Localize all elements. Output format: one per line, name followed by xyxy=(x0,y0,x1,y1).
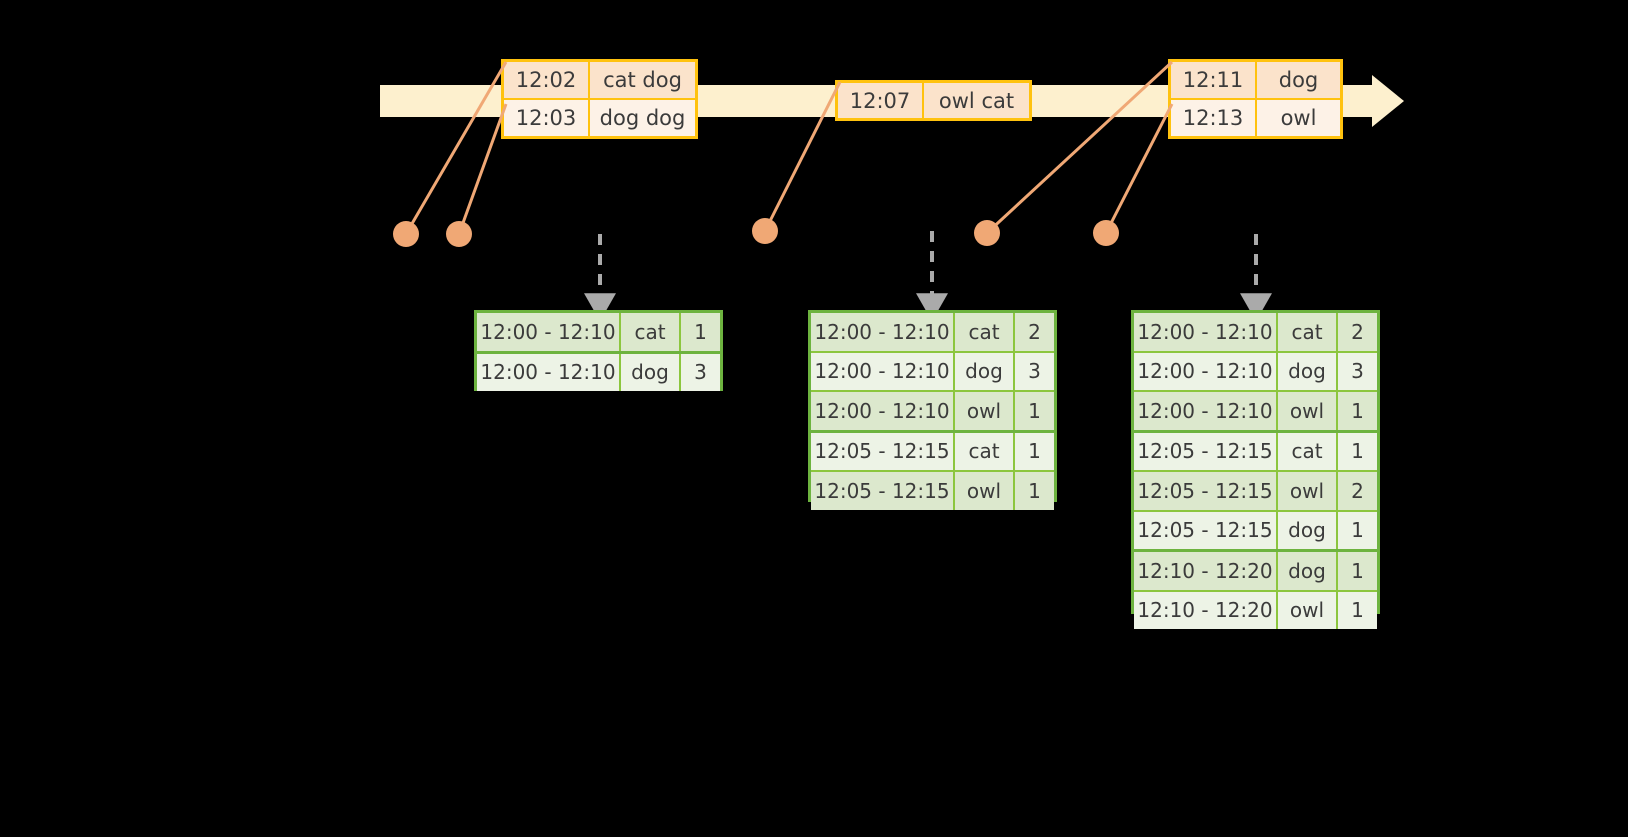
cell-key: cat xyxy=(955,432,1015,470)
cell-count: 2 xyxy=(1351,319,1364,344)
table-row: 12:00 - 12:10 dog 3 xyxy=(1134,350,1377,390)
cell-window: 12:00 - 12:10 xyxy=(1134,392,1278,430)
cell-window: 12:00 - 12:10 xyxy=(477,353,621,391)
cell-count: 1 xyxy=(1028,478,1041,503)
cell-count: 2 xyxy=(1351,478,1364,503)
cell-key: cat xyxy=(1278,432,1338,470)
event-time: 12:07 xyxy=(838,83,924,118)
connector-dot-3[interactable] xyxy=(752,218,778,244)
cell-key: dog xyxy=(955,352,1015,390)
event-words: owl cat xyxy=(938,88,1015,113)
cell-count: 1 xyxy=(1351,398,1364,423)
cell-window: 12:10 - 12:20 xyxy=(1134,591,1278,629)
cell-window: 12:00 - 12:10 xyxy=(811,392,955,430)
cell-count: 1 xyxy=(1351,558,1364,583)
cell-window: 12:00 - 12:10 xyxy=(1134,352,1278,390)
event-row: 12:03 dog dog xyxy=(504,98,695,136)
event-words: cat dog xyxy=(603,68,682,92)
cell-count: 1 xyxy=(694,319,707,344)
table-row: 12:00 - 12:10 cat 2 xyxy=(811,313,1054,351)
cell-window: 12:10 - 12:20 xyxy=(1134,552,1278,590)
cell-count: 1 xyxy=(1351,518,1364,543)
table-row: 12:00 - 12:10 dog 3 xyxy=(477,350,720,391)
event-row: 12:02 cat dog xyxy=(504,62,695,98)
event-words: owl xyxy=(1280,106,1317,130)
connector-dot-1[interactable] xyxy=(393,221,419,247)
result-table-3[interactable]: 12:00 - 12:10 cat 2 12:00 - 12:10 dog 3 … xyxy=(1131,310,1380,629)
table-row: 12:00 - 12:10 cat 1 xyxy=(477,313,720,351)
cell-key: dog xyxy=(621,353,681,391)
event-group-1[interactable]: 12:02 cat dog 12:03 dog dog xyxy=(501,59,698,139)
cell-key: cat xyxy=(621,313,681,351)
cell-window: 12:05 - 12:15 xyxy=(811,432,955,470)
cell-window: 12:05 - 12:15 xyxy=(1134,511,1278,549)
cell-window: 12:00 - 12:10 xyxy=(477,313,621,351)
table-row: 12:05 - 12:15 owl 2 xyxy=(1134,470,1377,510)
event-words: dog xyxy=(1278,68,1319,92)
cell-key: cat xyxy=(955,313,1015,351)
event-row: 12:07 owl cat xyxy=(838,83,1029,118)
event-row: 12:13 owl xyxy=(1171,98,1340,136)
cell-key: owl xyxy=(1278,591,1338,629)
event-group-3[interactable]: 12:11 dog 12:13 owl xyxy=(1168,59,1343,139)
connector-line-5 xyxy=(1104,103,1174,234)
timeline-arrowhead xyxy=(1372,75,1404,127)
cell-key: dog xyxy=(1278,352,1338,390)
cell-count: 1 xyxy=(1351,439,1364,464)
cell-key: owl xyxy=(955,392,1015,430)
event-time: 12:11 xyxy=(1171,62,1257,98)
table-row: 12:05 - 12:15 cat 1 xyxy=(811,429,1054,470)
connector-dot-2[interactable] xyxy=(446,221,472,247)
table-row: 12:00 - 12:10 cat 2 xyxy=(1134,313,1377,351)
cell-window: 12:00 - 12:10 xyxy=(1134,313,1278,351)
table-row: 12:05 - 12:15 cat 1 xyxy=(1134,429,1377,470)
table-row: 12:05 - 12:15 dog 1 xyxy=(1134,509,1377,549)
cell-window: 12:05 - 12:15 xyxy=(1134,472,1278,510)
event-group-2[interactable]: 12:07 owl cat xyxy=(835,80,1032,121)
table-row: 12:00 - 12:10 owl 1 xyxy=(811,390,1054,430)
table-row: 12:10 - 12:20 dog 1 xyxy=(1134,549,1377,590)
cell-window: 12:05 - 12:15 xyxy=(1134,432,1278,470)
cell-key: dog xyxy=(1278,511,1338,549)
cell-count: 1 xyxy=(1028,398,1041,423)
connector-line-2 xyxy=(457,103,508,235)
table-row: 12:10 - 12:20 owl 1 xyxy=(1134,589,1377,629)
cell-count: 3 xyxy=(1351,359,1364,384)
result-table-2[interactable]: 12:00 - 12:10 cat 2 12:00 - 12:10 dog 3 … xyxy=(808,310,1057,510)
event-words: dog dog xyxy=(599,106,686,130)
event-time: 12:13 xyxy=(1171,100,1257,136)
cell-count: 2 xyxy=(1028,319,1041,344)
event-time: 12:03 xyxy=(504,100,590,136)
event-time: 12:02 xyxy=(504,62,590,98)
table-row: 12:00 - 12:10 dog 3 xyxy=(811,350,1054,390)
result-table-1[interactable]: 12:00 - 12:10 cat 1 12:00 - 12:10 dog 3 xyxy=(474,310,723,391)
cell-key: owl xyxy=(1278,392,1338,430)
cell-count: 1 xyxy=(1028,439,1041,464)
cell-window: 12:00 - 12:10 xyxy=(811,313,955,351)
cell-count: 3 xyxy=(1028,359,1041,384)
cell-key: dog xyxy=(1278,552,1338,590)
cell-key: owl xyxy=(1278,472,1338,510)
cell-window: 12:05 - 12:15 xyxy=(811,472,955,510)
cell-key: owl xyxy=(955,472,1015,510)
event-row: 12:11 dog xyxy=(1171,62,1340,98)
table-row: 12:00 - 12:10 owl 1 xyxy=(1134,390,1377,430)
cell-window: 12:00 - 12:10 xyxy=(811,352,955,390)
cell-key: cat xyxy=(1278,313,1338,351)
table-row: 12:05 - 12:15 owl 1 xyxy=(811,470,1054,510)
cell-count: 1 xyxy=(1351,598,1364,623)
connector-dot-5[interactable] xyxy=(1093,220,1119,246)
connector-dot-4[interactable] xyxy=(974,220,1000,246)
cell-count: 3 xyxy=(694,360,707,385)
